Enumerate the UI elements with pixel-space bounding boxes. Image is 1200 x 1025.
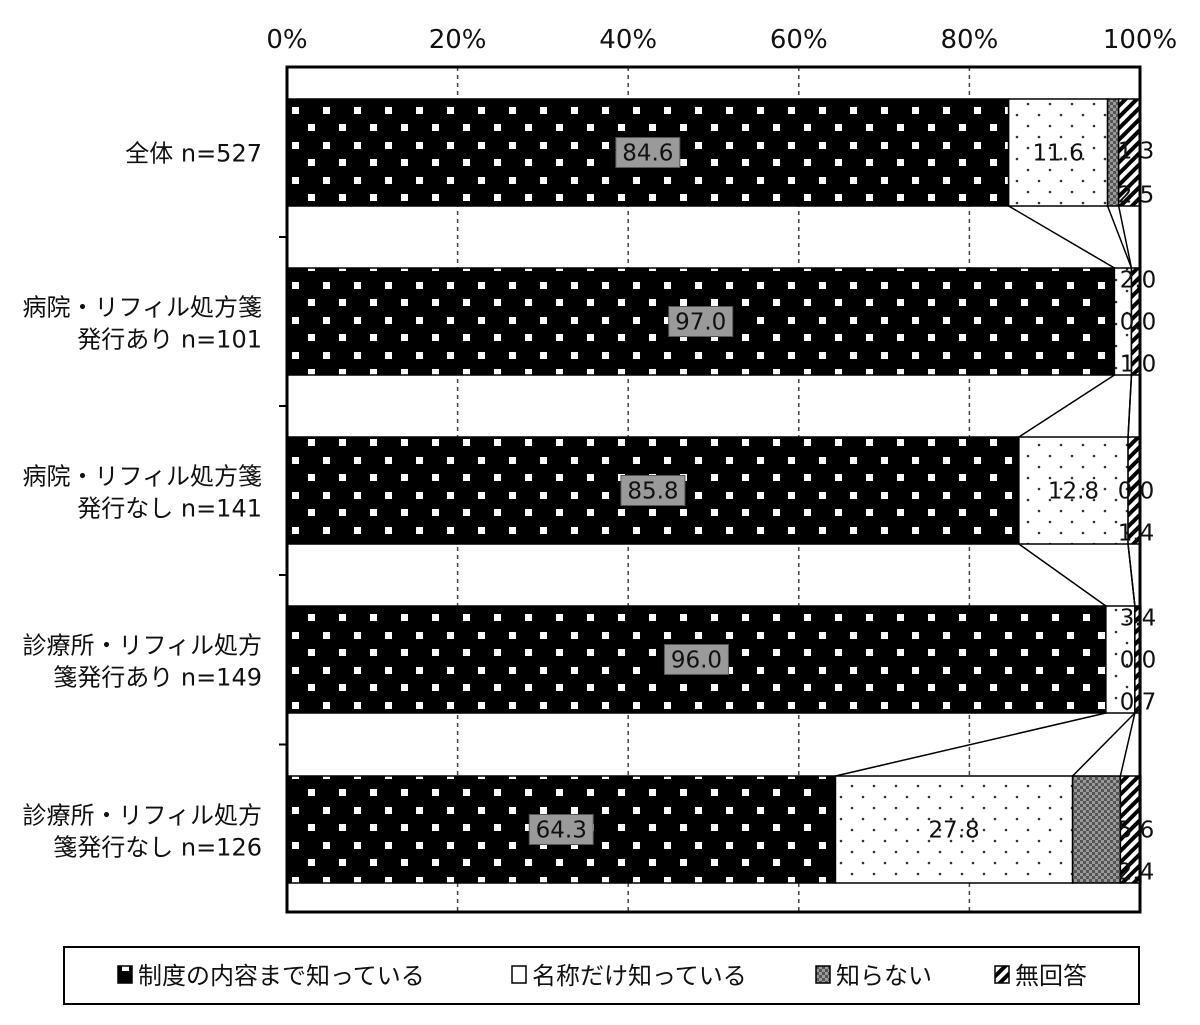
data-label: 5.6 xyxy=(1118,818,1155,844)
x-tick-label: 20% xyxy=(429,25,487,55)
data-label: 0.0 xyxy=(1120,648,1157,674)
data-label: 0.0 xyxy=(1120,310,1157,336)
x-tick-label: 100% xyxy=(1103,25,1177,55)
data-label: 85.8 xyxy=(627,479,678,505)
category-label: 診療所・リフィル処方 xyxy=(22,802,262,830)
data-label: 1.4 xyxy=(1118,521,1155,547)
data-label: 84.6 xyxy=(622,141,673,167)
bar-segment xyxy=(1071,775,1122,884)
data-label: 2.4 xyxy=(1118,860,1155,886)
data-label: 2.5 xyxy=(1118,183,1155,209)
data-label: 3.4 xyxy=(1120,606,1157,632)
series-connector xyxy=(1018,374,1115,438)
legend-label: 制度の内容まで知っている xyxy=(138,962,425,990)
category-label: 病院・リフィル処方箋 xyxy=(22,463,262,491)
data-label-box xyxy=(663,644,729,675)
data-label: 1.0 xyxy=(1120,352,1157,378)
series-connector xyxy=(835,712,1107,777)
bar-segment xyxy=(834,775,1074,884)
series-connector xyxy=(1106,205,1133,269)
data-label: 97.0 xyxy=(675,310,726,336)
x-tick-label: 40% xyxy=(599,25,657,55)
series-connector xyxy=(1119,712,1136,777)
category-label: 発行あり n=101 xyxy=(77,326,262,354)
data-label-box xyxy=(620,475,686,506)
data-label: 96.0 xyxy=(671,648,722,674)
series-connector xyxy=(1117,205,1133,269)
category-label: 病院・リフィル処方箋 xyxy=(22,294,262,322)
legend-label: 名称だけ知っている xyxy=(532,962,747,990)
series-connector xyxy=(1127,374,1133,438)
legend-box xyxy=(63,946,1140,1005)
data-label: 27.8 xyxy=(928,818,979,844)
category-label: 箋発行あり n=149 xyxy=(53,664,262,692)
category-label: 発行なし n=141 xyxy=(77,495,262,523)
data-label: 0.0 xyxy=(1118,479,1155,505)
data-label: 64.3 xyxy=(536,818,587,844)
bar-segment xyxy=(1105,605,1136,714)
series-connector xyxy=(1008,205,1115,269)
category-label: 診療所・リフィル処方 xyxy=(22,632,262,660)
series-connector xyxy=(1127,543,1136,607)
data-label: 11.6 xyxy=(1033,141,1084,167)
data-label-box xyxy=(615,137,681,168)
category-label: 全体 n=527 xyxy=(125,140,262,168)
series-connector xyxy=(1072,712,1136,777)
data-label-box xyxy=(528,814,594,845)
data-label: 0.7 xyxy=(1120,690,1157,716)
legend-swatch xyxy=(815,965,831,984)
data-label: 1.3 xyxy=(1118,139,1155,165)
x-tick-label: 0% xyxy=(266,25,307,55)
data-label: 2.0 xyxy=(1120,268,1157,294)
data-label-box xyxy=(668,306,734,337)
plot-frame xyxy=(285,65,1142,914)
x-tick-label: 80% xyxy=(941,25,999,55)
legend-swatch xyxy=(994,965,1010,984)
series-connector xyxy=(1018,543,1107,607)
legend-label: 知らない xyxy=(836,962,932,990)
category-label: 箋発行なし n=126 xyxy=(53,834,262,862)
legend-label: 無回答 xyxy=(1015,962,1087,990)
x-tick-label: 60% xyxy=(770,25,828,55)
legend-swatch xyxy=(117,965,133,984)
data-label: 12.8 xyxy=(1048,479,1099,505)
legend-swatch xyxy=(511,965,527,984)
